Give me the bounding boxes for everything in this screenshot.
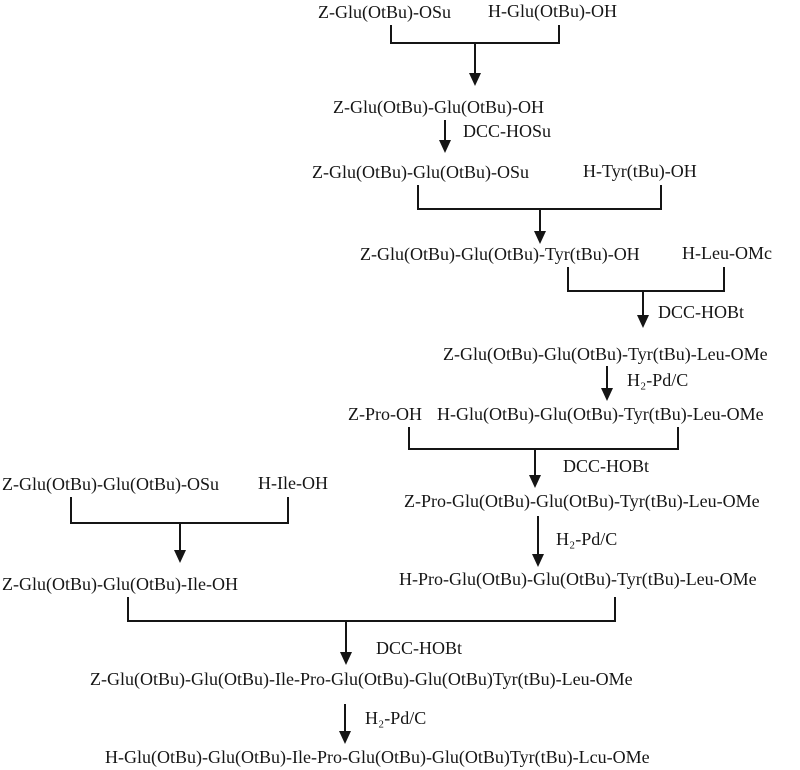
compound-z-diglu-tyr-leu-ome: Z-Glu(OtBu)-Glu(OtBu)-Tyr(tBu)-Leu-OMe <box>443 344 768 364</box>
reagent-h2-pdc-2: H₂-Pd/C <box>556 529 618 549</box>
reagent-dcc-hosu: DCC-HOSu <box>463 121 552 141</box>
compound-z-heptapeptide: Z-Glu(OtBu)-Glu(OtBu)-Ile-Pro-Glu(OtBu)-… <box>90 669 633 689</box>
reaction-arrow-1 <box>474 43 476 73</box>
convergence-bracket-2 <box>417 185 662 210</box>
compound-z-pro-oh: Z-Pro-OH <box>348 404 422 424</box>
reaction-arrow-3 <box>539 209 541 231</box>
reaction-arrow-6 <box>534 449 536 475</box>
reagent-dcc-hobt-2: DCC-HOBt <box>563 456 650 476</box>
reagent-dcc-hobt-3: DCC-HOBt <box>376 638 463 658</box>
compound-h-leu-ome: H-Leu-OMc <box>682 243 772 263</box>
convergence-bracket-6 <box>127 597 616 622</box>
compound-h-glu-otbu-oh: H-Glu(OtBu)-OH <box>488 1 617 21</box>
compound-h-ile-oh: H-Ile-OH <box>258 473 328 493</box>
reaction-arrow-2 <box>444 120 446 140</box>
convergence-bracket-3 <box>567 267 725 292</box>
convergence-bracket-1 <box>390 25 560 44</box>
reagent-h2-pdc-3: H₂-Pd/C <box>365 708 427 728</box>
compound-h-diglu-tyr-leu-ome: H-Glu(OtBu)-Glu(OtBu)-Tyr(tBu)-Leu-OMe <box>437 404 764 424</box>
reagent-dcc-hobt-1: DCC-HOBt <box>658 302 745 322</box>
reagent-h2-pdc-1: H₂-Pd/C <box>627 370 689 390</box>
compound-h-tyr-tbu-oh: H-Tyr(tBu)-OH <box>583 161 697 181</box>
reaction-arrow-5 <box>606 366 608 388</box>
reaction-arrow-9 <box>345 621 347 652</box>
compound-h-heptapeptide: H-Glu(OtBu)-Glu(OtBu)-Ile-Pro-Glu(OtBu)-… <box>105 747 650 767</box>
reaction-arrow-7 <box>537 516 539 554</box>
compound-h-pro-diglu-tyr-leu-ome: H-Pro-Glu(OtBu)-Glu(OtBu)-Tyr(tBu)-Leu-O… <box>399 569 757 589</box>
compound-z-diglu-tyr-oh: Z-Glu(OtBu)-Glu(OtBu)-Tyr(tBu)-OH <box>360 244 640 264</box>
compound-z-diglu-osu: Z-Glu(OtBu)-Glu(OtBu)-OSu <box>312 162 529 182</box>
reaction-arrow-8 <box>179 523 181 550</box>
reaction-arrow-10 <box>344 704 346 731</box>
compound-z-pro-diglu-tyr-leu-ome: Z-Pro-Glu(OtBu)-Glu(OtBu)-Tyr(tBu)-Leu-O… <box>404 491 760 511</box>
convergence-bracket-5 <box>70 497 289 524</box>
compound-z-glu-otbu-osu: Z-Glu(OtBu)-OSu <box>318 2 451 22</box>
convergence-bracket-4 <box>408 427 679 450</box>
reaction-arrow-4 <box>642 291 644 315</box>
compound-z-diglu-osu-2: Z-Glu(OtBu)-Glu(OtBu)-OSu <box>2 474 219 494</box>
compound-z-diglu-oh: Z-Glu(OtBu)-Glu(OtBu)-OH <box>333 97 544 117</box>
compound-z-diglu-ile-oh: Z-Glu(OtBu)-Glu(OtBu)-Ile-OH <box>2 574 238 594</box>
